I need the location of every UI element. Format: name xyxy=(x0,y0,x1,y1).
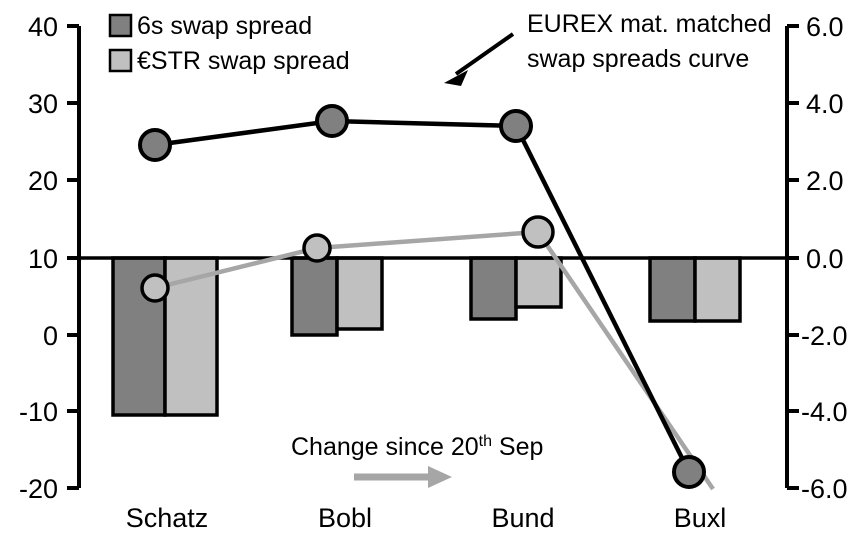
left-axis-tick-label: 20 xyxy=(28,166,58,196)
legend-swatch-6s xyxy=(108,13,133,38)
eurex-callout-arrow-icon xyxy=(444,32,515,86)
right-axis-tick-label: -2.0 xyxy=(801,321,848,351)
eurex-curve-polyline xyxy=(154,118,692,474)
right-axis: 6.0 4.0 2.0 0.0 -2.0 -4.0 -6.0 xyxy=(785,12,848,504)
change-since-annotation: Change since 20th Sep xyxy=(291,433,543,488)
eurex-marker-schatz xyxy=(138,128,172,162)
left-axis-tick-label: 10 xyxy=(28,244,58,274)
eurex-callout-line2: swap spreads curve xyxy=(527,45,749,73)
right-axis-tick-label: 6.0 xyxy=(806,12,844,42)
legend-label-estr: €STR swap spread xyxy=(137,47,350,75)
legend-swatch-estr xyxy=(108,48,133,73)
left-axis-tick-label: 40 xyxy=(28,12,58,42)
change-since-arrow-icon xyxy=(354,466,452,488)
bar-bobl-estr xyxy=(335,256,384,331)
right-axis-tick-label: 0.0 xyxy=(806,244,844,274)
legend-label-6s: 6s swap spread xyxy=(137,12,312,40)
eurex-curve-series xyxy=(138,104,706,489)
eurex-callout-line1: EUREX mat. matched xyxy=(527,10,772,38)
change-since-suffix: Sep xyxy=(492,433,543,461)
right-axis-tick-label: 2.0 xyxy=(806,166,844,196)
change-since-line-series xyxy=(140,215,715,491)
category-label-bobl: Bobl xyxy=(318,503,372,533)
left-axis-tick-label: 0 xyxy=(43,321,58,351)
right-axis-tick-label: -6.0 xyxy=(801,474,848,504)
right-axis-tick-label: 4.0 xyxy=(806,89,844,119)
eurex-marker-bobl xyxy=(315,104,349,138)
category-axis-labels: Schatz Bobl Bund Buxl xyxy=(126,503,727,533)
eurex-callout-annotation: EUREX mat. matched swap spreads curve xyxy=(444,10,772,86)
legend-item-6s-swap-spread[interactable]: 6s swap spread xyxy=(108,12,312,40)
change-since-prefix: Change since 20 xyxy=(291,433,479,461)
category-label-buxl: Buxl xyxy=(674,503,727,533)
change-marker-bund xyxy=(521,215,555,249)
left-axis-tick-label: -10 xyxy=(19,397,58,427)
change-marker-schatz xyxy=(140,273,170,303)
legend-item-estr-swap-spread[interactable]: €STR swap spread xyxy=(108,47,350,75)
chart-legend: 6s swap spread €STR swap spread xyxy=(108,12,350,75)
change-since-superscript: th xyxy=(479,433,492,450)
right-axis-tick-label: -4.0 xyxy=(801,397,848,427)
bar-buxl-estr xyxy=(693,256,742,323)
change-since-polyline xyxy=(154,229,715,491)
left-axis: 40 30 20 10 0 -10 -20 xyxy=(19,12,81,504)
change-since-label: Change since 20th Sep xyxy=(291,433,543,461)
left-axis-tick-label: 30 xyxy=(28,89,58,119)
bar-buxl-6s xyxy=(648,256,697,323)
change-marker-bobl xyxy=(302,233,332,263)
category-label-schatz: Schatz xyxy=(126,503,209,533)
category-label-bund: Bund xyxy=(491,503,554,533)
eurex-marker-bund xyxy=(499,109,533,143)
bar-bund-6s xyxy=(469,256,518,321)
bar-bund-estr xyxy=(514,256,563,309)
eurex-marker-buxl xyxy=(672,455,706,489)
bar-bobl-6s xyxy=(290,256,339,337)
left-axis-tick-label: -20 xyxy=(19,474,58,504)
